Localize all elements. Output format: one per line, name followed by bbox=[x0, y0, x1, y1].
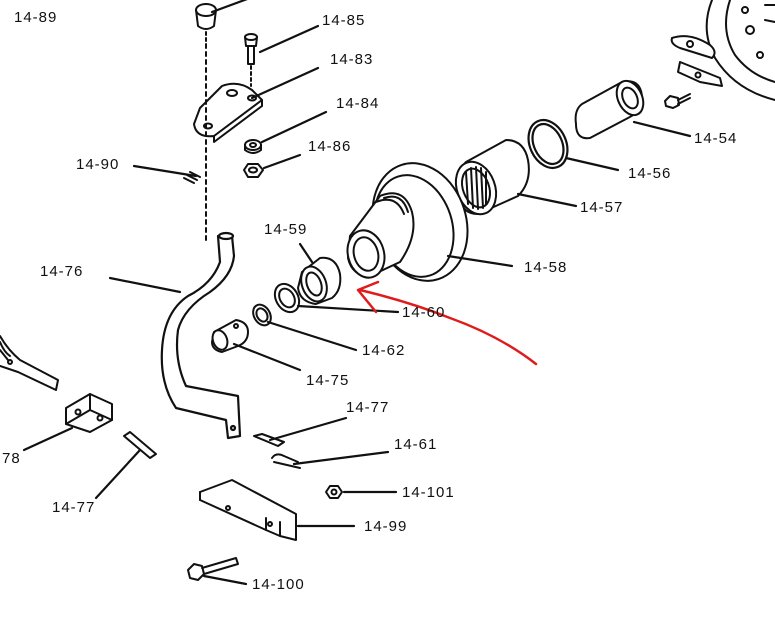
label-14-57: 14-57 bbox=[580, 199, 623, 216]
bolt-14-89 bbox=[195, 3, 217, 45]
ring-14-62 bbox=[252, 303, 272, 327]
collar-14-75 bbox=[211, 319, 249, 353]
leader-14-100 bbox=[202, 574, 248, 586]
label-14-85: 14-85 bbox=[322, 12, 365, 29]
leader-14-89 bbox=[210, 0, 248, 14]
leader-14-61 bbox=[292, 450, 390, 466]
washer-14-84 bbox=[244, 139, 262, 154]
bushing-14-54 bbox=[574, 79, 645, 140]
label-14-77-lower: 14-77 bbox=[52, 499, 95, 516]
leader-14-77-upper bbox=[268, 416, 348, 442]
label-14-62: 14-62 bbox=[362, 342, 405, 359]
label-14-75: 14-75 bbox=[306, 372, 349, 389]
leader-14-86 bbox=[262, 153, 302, 170]
leader-14-62 bbox=[266, 320, 358, 352]
label-14-83: 14-83 bbox=[330, 51, 373, 68]
nut-14-101 bbox=[325, 485, 343, 499]
label-14-54: 14-54 bbox=[694, 130, 737, 147]
bracket-14-99 bbox=[199, 479, 297, 541]
leader-14-59 bbox=[298, 242, 314, 264]
leader-14-54 bbox=[632, 120, 692, 138]
nut-14-86 bbox=[243, 163, 264, 178]
label-14-84: 14-84 bbox=[336, 95, 379, 112]
label-14-86: 14-86 bbox=[308, 138, 351, 155]
clevis-14-78 bbox=[65, 393, 113, 433]
leader-14-58 bbox=[446, 254, 514, 268]
linkage-rod-partial bbox=[0, 335, 59, 391]
screw-small bbox=[664, 93, 691, 109]
leader-14-76 bbox=[108, 276, 182, 294]
leader-14-83 bbox=[250, 66, 320, 100]
label-14-56: 14-56 bbox=[628, 165, 671, 182]
label-14-59: 14-59 bbox=[264, 221, 307, 238]
label-14-60: 14-60 bbox=[402, 304, 445, 321]
label-14-89: 14-89 bbox=[14, 9, 57, 26]
leader-14-84 bbox=[260, 110, 328, 144]
label-14-99: 14-99 bbox=[364, 518, 407, 535]
label-14-100: 14-100 bbox=[252, 576, 305, 593]
leader-14-57 bbox=[516, 192, 578, 208]
pin-14-77-lower bbox=[123, 431, 157, 459]
annotation-arrow bbox=[356, 280, 538, 366]
sleeve-14-59 bbox=[297, 256, 342, 305]
leader-14-85 bbox=[258, 24, 320, 54]
label-14-90: 14-90 bbox=[76, 156, 119, 173]
cotter-pin-14-61 bbox=[271, 453, 301, 469]
label-14-61: 14-61 bbox=[394, 436, 437, 453]
label-14-78: 78 bbox=[2, 450, 21, 467]
leader-14-77-lower bbox=[94, 448, 142, 500]
label-14-101: 14-101 bbox=[402, 484, 455, 501]
ring-14-60 bbox=[273, 282, 301, 314]
leader-14-78 bbox=[22, 426, 74, 452]
label-14-77-upper: 14-77 bbox=[346, 399, 389, 416]
leader-14-90 bbox=[132, 164, 198, 178]
bolt-14-85 bbox=[244, 33, 258, 87]
snap-ring-14-56 bbox=[527, 118, 569, 170]
mount-plate-14-83 bbox=[193, 82, 263, 143]
leader-14-75 bbox=[232, 342, 302, 372]
flanged-hub-14-58 bbox=[346, 162, 469, 282]
label-14-58: 14-58 bbox=[524, 259, 567, 276]
leader-14-60 bbox=[296, 304, 400, 314]
label-14-76: 14-76 bbox=[40, 263, 83, 280]
roller-bearing-14-57 bbox=[454, 139, 530, 216]
leader-14-56 bbox=[564, 156, 620, 172]
bolt-14-100 bbox=[187, 557, 239, 581]
curved-arm-14-76 bbox=[160, 231, 242, 440]
retainer-bracket bbox=[670, 35, 723, 87]
wheel-hub-partial bbox=[705, 0, 775, 101]
